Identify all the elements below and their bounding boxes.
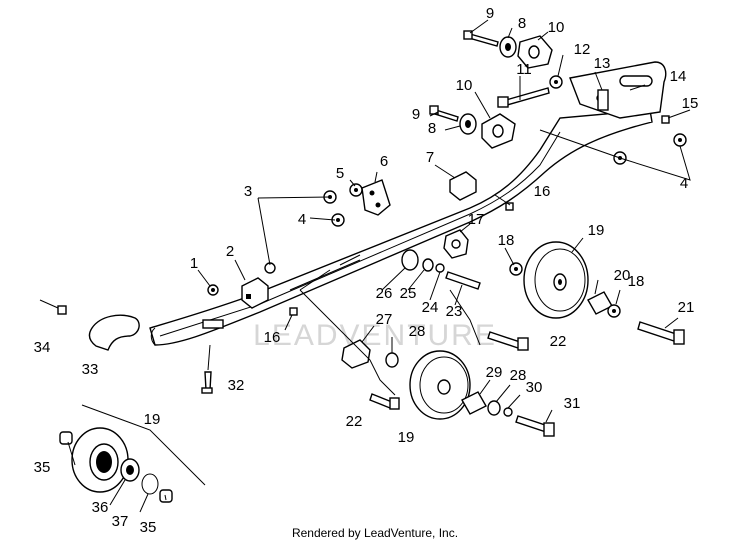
cap-35-a — [59, 431, 73, 445]
bolt-34 — [57, 305, 67, 315]
nut-4-rear-right — [673, 133, 687, 147]
nut-12 — [549, 75, 563, 89]
callout-18-a: 18 — [498, 232, 515, 249]
wheel-19-lower — [409, 350, 471, 420]
bolt-15 — [661, 115, 670, 124]
upper-block-10 — [517, 35, 553, 69]
washer-18-a — [509, 262, 523, 276]
bolt-11 — [497, 87, 550, 108]
callout-22-upper: 22 — [550, 333, 567, 350]
callout-4-front: 4 — [298, 211, 306, 228]
callout-6: 6 — [380, 153, 388, 170]
callout-33: 33 — [82, 361, 99, 378]
callout-7: 7 — [426, 149, 434, 166]
wheel-19-exploded — [71, 427, 129, 493]
bracket-6 — [361, 179, 391, 216]
callout-28-b: 28 — [510, 367, 527, 384]
nut-5 — [349, 183, 363, 197]
lower-block-10 — [481, 113, 516, 149]
callout-12: 12 — [574, 41, 591, 58]
washer-30 — [503, 407, 513, 417]
cushion-block-7 — [449, 171, 477, 201]
leader-lines — [39, 19, 691, 513]
callout-24: 24 — [422, 299, 439, 316]
front-guide-33 — [88, 314, 140, 351]
callout-13: 13 — [594, 55, 611, 72]
callout-8-mid: 8 — [428, 120, 436, 137]
wheel-19-upper — [523, 241, 589, 319]
callout-34: 34 — [34, 339, 51, 356]
callout-16-rear: 16 — [534, 183, 551, 200]
callout-21: 21 — [678, 299, 695, 316]
callout-2: 2 — [226, 243, 234, 260]
washer-28-b — [487, 400, 501, 416]
callout-9-top: 9 — [486, 5, 494, 22]
callout-15: 15 — [682, 95, 699, 112]
callout-32: 32 — [228, 377, 245, 394]
bolt-22-upper — [487, 331, 529, 351]
spacer-25 — [422, 258, 434, 272]
cap-35-b — [159, 489, 173, 503]
callout-29: 29 — [486, 364, 503, 381]
callout-25: 25 — [400, 285, 417, 302]
callout-28-a: 28 — [409, 323, 426, 340]
callout-19-upper: 19 — [588, 222, 605, 239]
bolt-16-front — [289, 307, 298, 316]
bolt-9-upper — [463, 30, 499, 47]
callout-20: 20 — [614, 267, 631, 284]
callout-22-lower: 22 — [346, 413, 363, 430]
callout-4-rear: 4 — [680, 175, 688, 192]
callout-19-lower: 19 — [398, 429, 415, 446]
bolt-23 — [445, 271, 481, 290]
callout-30: 30 — [526, 379, 543, 396]
callout-17: 17 — [468, 211, 485, 228]
washer-18-b — [607, 304, 621, 318]
nut-1 — [207, 284, 219, 296]
washer-24 — [435, 263, 445, 273]
upper-bushing-8 — [499, 36, 517, 58]
callout-16-front: 16 — [264, 329, 281, 346]
spacer-26 — [401, 249, 419, 271]
bolt-31 — [515, 415, 555, 437]
bracket-13 — [597, 89, 609, 111]
footer-credit: Rendered by LeadVenture, Inc. — [291, 526, 459, 540]
bolt-22-lower — [369, 393, 400, 410]
callout-8-top: 8 — [518, 15, 526, 32]
callout-labels: 9 8 10 12 13 14 11 15 10 9 8 4 6 7 5 3 1… — [34, 5, 699, 536]
callout-3: 3 — [244, 183, 252, 200]
callout-35-b: 35 — [140, 519, 157, 536]
snap-ring-37 — [141, 473, 159, 495]
callout-23: 23 — [446, 303, 463, 320]
lower-bushing-8 — [459, 113, 477, 135]
callout-19-exploded: 19 — [144, 411, 161, 428]
cushion-block-17 — [443, 229, 469, 259]
bolt-16-rear — [505, 202, 514, 211]
washer-28-a — [385, 352, 399, 368]
callout-11: 11 — [516, 61, 532, 78]
bolt-32 — [201, 371, 213, 394]
callout-35-a: 35 — [34, 459, 51, 476]
callout-27: 27 — [376, 311, 393, 328]
rear-plate — [569, 61, 667, 119]
spacer-29 — [461, 391, 487, 415]
callout-36: 36 — [92, 499, 109, 516]
cushion-block-27 — [341, 339, 371, 369]
callout-14: 14 — [670, 68, 687, 85]
cushion-block-2 — [241, 277, 269, 309]
bearing-36 — [120, 458, 140, 482]
callout-1: 1 — [190, 255, 198, 272]
callout-9-mid: 9 — [412, 106, 420, 123]
callout-18-b: 18 — [628, 273, 645, 290]
callout-10-top: 10 — [548, 19, 565, 36]
watermark-text: LEADVENTURE — [253, 319, 497, 352]
callout-26: 26 — [376, 285, 393, 302]
callout-37: 37 — [112, 513, 129, 530]
bolt-21 — [637, 321, 685, 345]
callout-5: 5 — [336, 165, 344, 182]
callout-10-mid: 10 — [456, 77, 473, 94]
callout-31: 31 — [564, 395, 581, 412]
